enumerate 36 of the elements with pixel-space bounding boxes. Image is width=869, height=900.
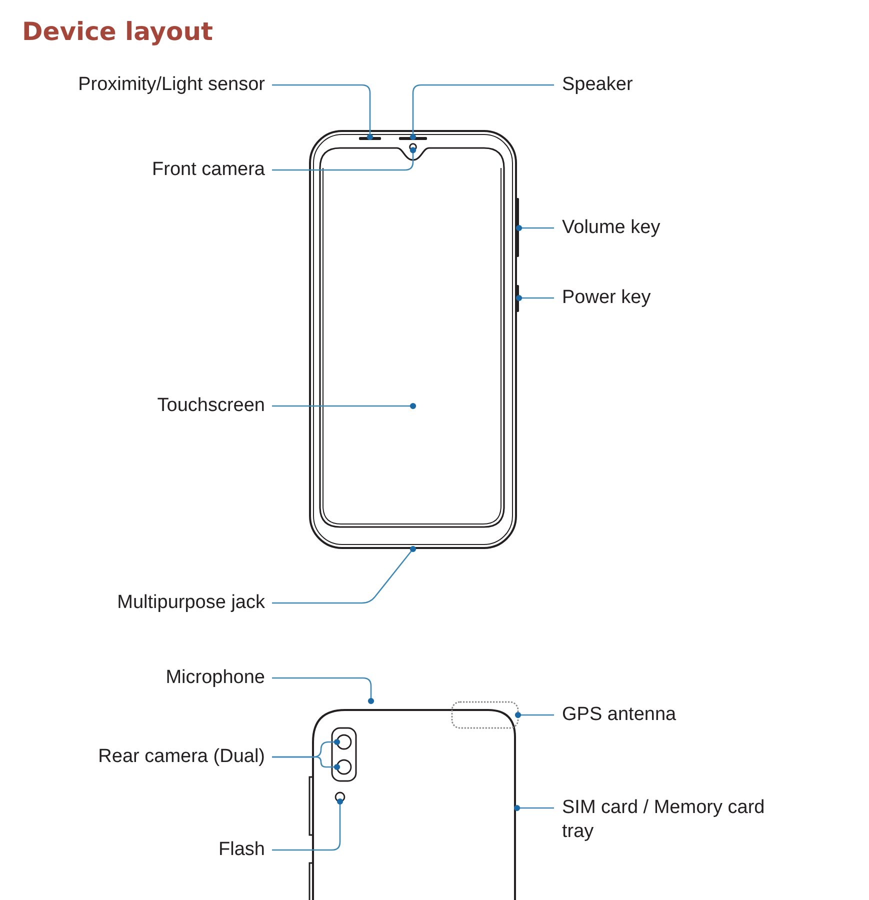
leader-line — [514, 712, 554, 718]
part-label: Multipurpose jack — [117, 591, 272, 615]
leader-line — [272, 147, 416, 171]
front-camera-lens — [409, 143, 417, 151]
part-label: SIM card / Memory card tray — [554, 796, 782, 844]
leader-line — [516, 224, 554, 232]
volume-key — [515, 198, 519, 257]
power-key — [515, 285, 519, 312]
camera-lens — [336, 734, 352, 750]
part-label: Volume key — [554, 216, 660, 240]
camera-lens — [336, 759, 352, 775]
part-label: Microphone — [166, 666, 272, 690]
part-label: Power key — [554, 286, 651, 310]
leader-line — [272, 546, 416, 604]
leader-line — [516, 294, 554, 302]
leader-line — [410, 84, 554, 140]
part-label: Speaker — [554, 73, 633, 97]
part-label: Touchscreen — [157, 394, 272, 418]
leader-line — [514, 804, 554, 812]
leader-line — [272, 677, 374, 704]
phone-front-illustration — [309, 130, 519, 549]
gps-antenna-area — [451, 701, 519, 729]
part-label: Front camera — [152, 158, 272, 182]
leader-line — [272, 756, 340, 770]
leader-line — [272, 402, 416, 410]
part-label: Proximity/Light sensor — [78, 73, 272, 97]
leader-line — [272, 798, 344, 851]
part-label: Flash — [218, 838, 272, 862]
sensor-slot — [359, 137, 381, 140]
title: Device layout — [22, 16, 213, 48]
phone-back-illustration — [308, 701, 519, 900]
part-label: GPS antenna — [554, 703, 676, 727]
part-label: Rear camera (Dual) — [98, 745, 272, 769]
leader-line — [272, 84, 374, 140]
flash — [334, 792, 346, 802]
speaker-slot — [399, 137, 427, 140]
